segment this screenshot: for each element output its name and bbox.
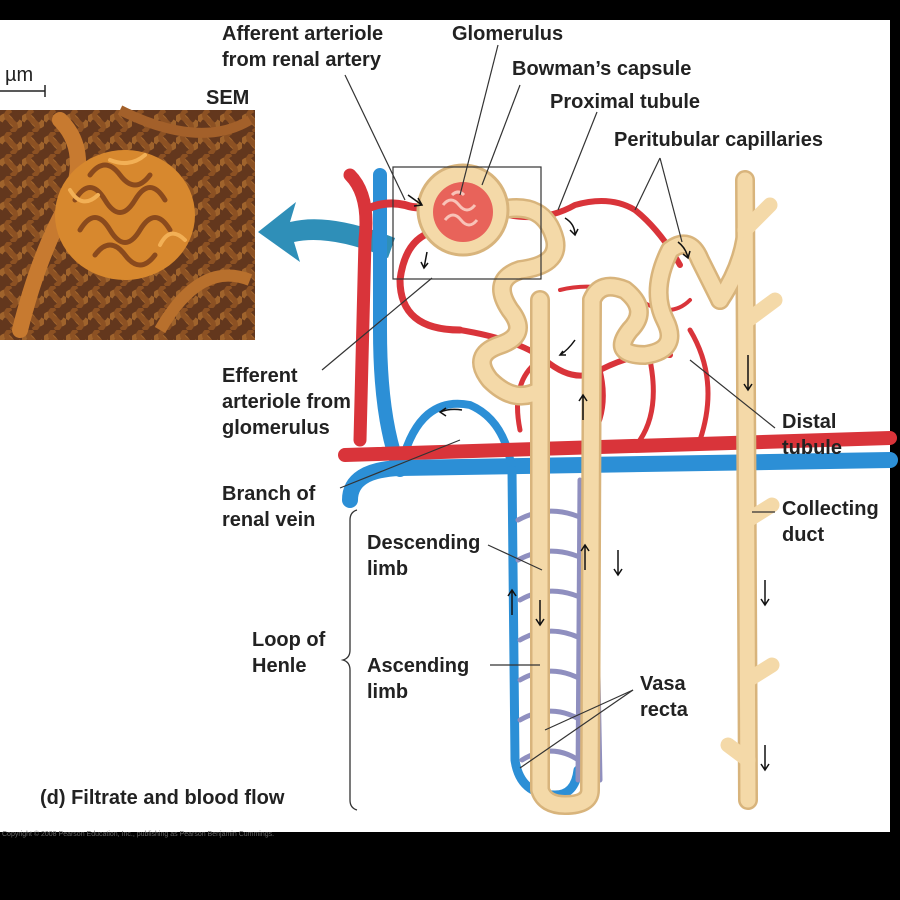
label-efferent-line3: glomerulus [222,417,330,439]
label-loop-line2: Henle [252,655,307,677]
label-collecting-line1: Collecting [782,498,879,520]
label-afferent-line1: Afferent arteriole [222,23,384,45]
flow-arrows [407,194,770,772]
label-glomerulus: Glomerulus [452,23,564,45]
micrograph-scale-label: µm [5,64,34,86]
label-proximal-tubule: Proximal tubule [550,91,701,113]
label-bowmans-capsule: Bowman’s capsule [512,58,692,80]
label-renal-vein-line1: Branch of [222,483,316,505]
scale-bar [0,85,46,97]
label-descending-line1: Descending [367,532,481,554]
label-ascending-line2: limb [367,681,409,703]
label-efferent-line2: arteriole from [222,391,351,413]
nephron-tubules [472,170,783,815]
renal-vein [342,168,898,800]
label-distal-line2: tubule [782,437,842,459]
label-vasa-line1: Vasa [640,673,686,695]
label-ascending-line1: Ascending [367,655,470,677]
sem-label: SEM [206,87,250,109]
label-vasa-line2: recta [640,699,688,721]
label-loop-line1: Loop of [252,629,326,651]
loop-bracket [340,509,358,811]
label-distal-line1: Distal [782,411,837,433]
leader-lines [321,44,776,769]
glomerulus [433,182,493,242]
sem-micrograph [0,105,255,340]
label-renal-vein-line2: renal vein [222,509,316,531]
label-descending-line2: limb [367,558,409,580]
label-efferent-line1: Efferent [222,365,298,387]
copyright-notice: Copyright © 2008 Pearson Education, Inc.… [2,831,275,838]
label-afferent-line2: from renal artery [222,49,381,71]
label-peritubular-capillaries: Peritubular capillaries [614,129,823,151]
label-collecting-line2: duct [782,524,825,546]
figure-caption: (d) Filtrate and blood flow [40,787,285,809]
